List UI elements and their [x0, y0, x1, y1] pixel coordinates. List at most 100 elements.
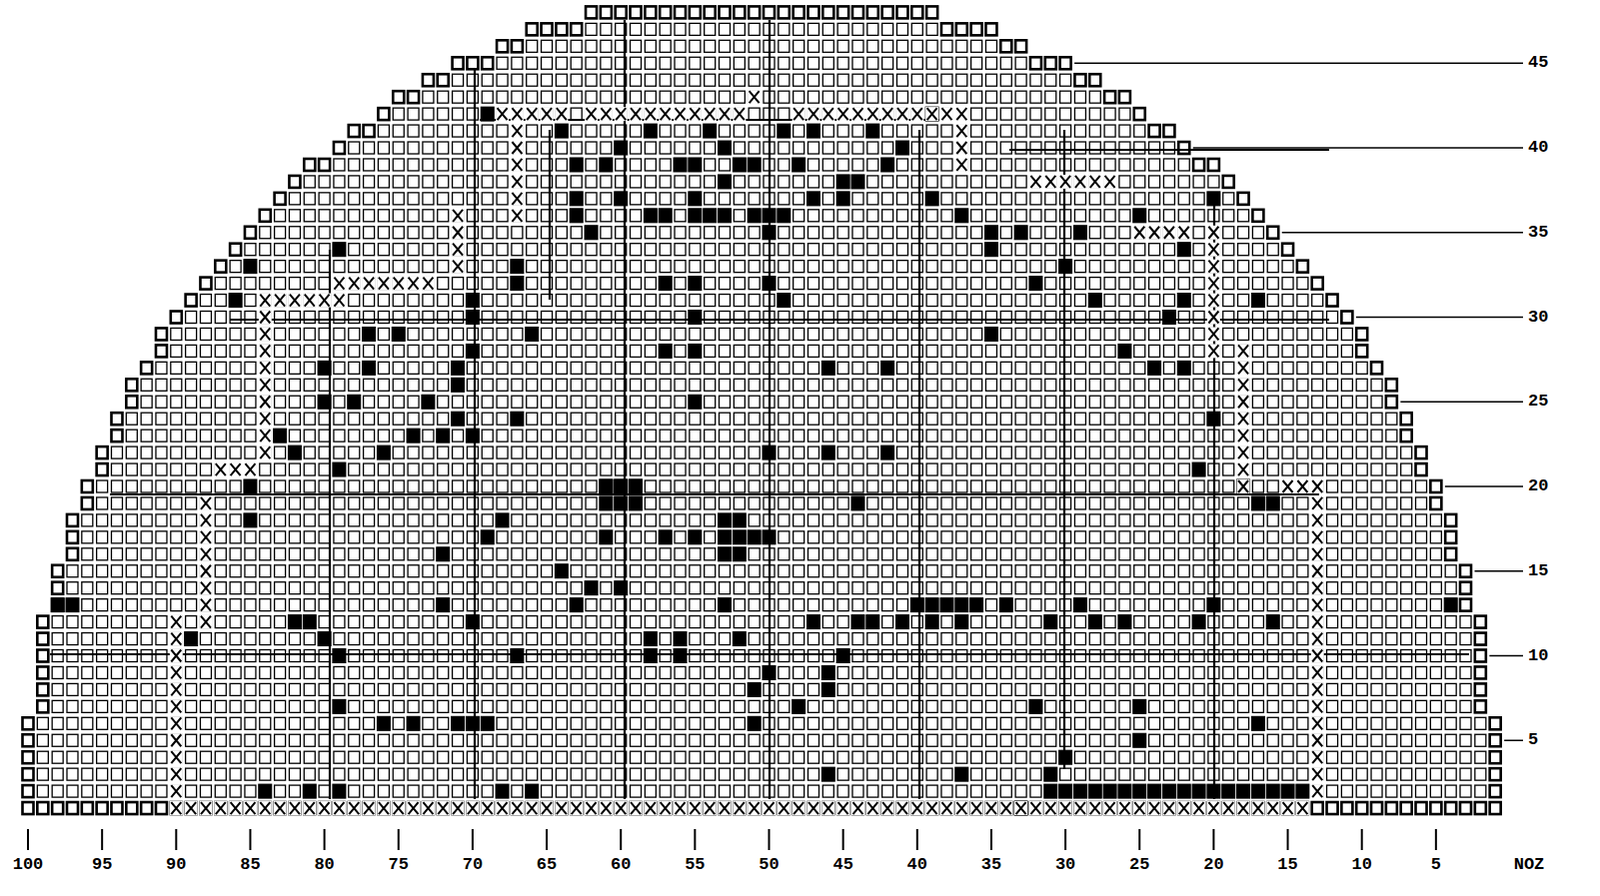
grid-cell [1149, 463, 1161, 476]
grid-cell [170, 514, 182, 527]
grid-cell [466, 650, 478, 663]
grid-cell [852, 531, 864, 544]
grid-cell [422, 633, 434, 646]
grid-cell [288, 480, 300, 493]
grid-cell [348, 683, 360, 696]
grid-cell [496, 734, 508, 747]
grid-cell [882, 768, 894, 781]
grid-cell [229, 599, 241, 612]
grid-cell [911, 768, 923, 781]
grid-cell [941, 548, 953, 561]
grid-cell [1193, 751, 1205, 764]
grid-cell [110, 717, 122, 730]
grid-cell [526, 497, 538, 510]
grid-cell [1223, 734, 1235, 747]
grid-cell [392, 700, 404, 713]
grid-cell [229, 785, 241, 798]
grid-cell [585, 531, 597, 544]
grid-cell [466, 785, 478, 798]
grid-cell [541, 480, 553, 493]
grid-cell [303, 531, 315, 544]
grid-cell [1252, 480, 1264, 493]
grid-cell [896, 497, 908, 510]
grid-cell [1445, 717, 1457, 730]
grid-cell [274, 785, 286, 798]
grid-cell [155, 734, 167, 747]
grid-cell [600, 650, 612, 663]
grid-cell [896, 734, 908, 747]
grid-cell [911, 666, 923, 679]
grid-cell [363, 582, 375, 595]
grid-cell [926, 548, 938, 561]
grid-cell [659, 548, 671, 561]
grid-cell [244, 565, 256, 578]
grid-cell [555, 683, 567, 696]
grid-cell [259, 548, 271, 561]
grid-cell [1015, 582, 1027, 595]
grid-cell [229, 565, 241, 578]
grid-cell [1356, 582, 1368, 595]
boundary-cell [1490, 717, 1502, 730]
grid-cell [748, 463, 760, 476]
grid-cell [1134, 633, 1146, 646]
grid-cell [807, 633, 819, 646]
grid-cell [155, 497, 167, 510]
grid-cell [778, 531, 790, 544]
boundary-cell [1312, 802, 1324, 815]
grid-cell [1045, 548, 1057, 561]
grid-cell [1401, 734, 1413, 747]
grid-cell [1178, 734, 1190, 747]
grid-cell [140, 666, 152, 679]
grid-cell [778, 751, 790, 764]
grid-cell [1089, 650, 1101, 663]
grid-cell [822, 717, 834, 730]
grid-cell [630, 633, 642, 646]
grid-cell [1238, 599, 1250, 612]
grid-cell [911, 734, 923, 747]
grid-cell [377, 633, 389, 646]
grid-cell [214, 650, 226, 663]
grid-cell [110, 785, 122, 798]
grid-cell [852, 717, 864, 730]
boundary-cell [96, 802, 108, 815]
grid-cell [971, 768, 983, 781]
grid-cell [333, 666, 345, 679]
grid-cell [1401, 751, 1413, 764]
grid-cell [96, 734, 108, 747]
grid-cell [96, 599, 108, 612]
grid-cell [1371, 497, 1383, 510]
grid-cell [896, 463, 908, 476]
grid-cell [363, 514, 375, 527]
grid-cell [1030, 785, 1042, 798]
grid-cell [348, 616, 360, 629]
grid-cell [392, 565, 404, 578]
grid-cell [630, 463, 642, 476]
grid-cell [481, 633, 493, 646]
grid-cell [585, 650, 597, 663]
grid-cell [778, 514, 790, 527]
grid-cell [674, 734, 686, 747]
grid-cell [570, 717, 582, 730]
grid-cell [81, 548, 93, 561]
grid-cell [363, 700, 375, 713]
grid-cell [140, 768, 152, 781]
grid-cell [911, 700, 923, 713]
grid-cell [1267, 734, 1279, 747]
grid-cell [1327, 463, 1339, 476]
grid-cell [585, 548, 597, 561]
grid-cell [452, 565, 464, 578]
grid-cell [1149, 548, 1161, 561]
grid-cell [630, 565, 642, 578]
grid-cell [244, 768, 256, 781]
grid-cell [674, 717, 686, 730]
grid-cell [1297, 717, 1309, 730]
grid-cell [96, 565, 108, 578]
grid-cell [333, 751, 345, 764]
grid-cell [985, 514, 997, 527]
grid-cell [214, 666, 226, 679]
grid-cell [140, 599, 152, 612]
grid-cell [363, 548, 375, 561]
grid-cell [822, 616, 834, 629]
grid-cell [1015, 463, 1027, 476]
grid-cell [1267, 514, 1279, 527]
